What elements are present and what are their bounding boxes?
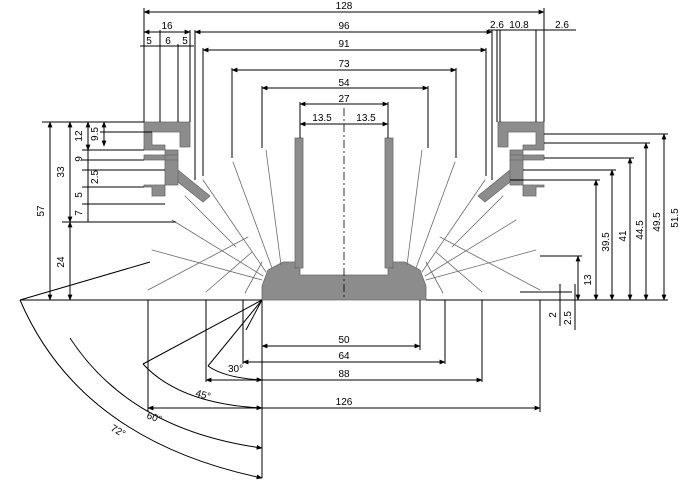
dim-27: 27 (338, 94, 350, 105)
dim-13-5-right: 13.5 (356, 113, 376, 124)
angle-arcs: 72° 60° 45° 30° (19, 261, 263, 480)
center-post-right (384, 137, 394, 269)
right-fins (406, 149, 541, 294)
dim-2-6-left: 2.6 (490, 20, 504, 31)
dim-2-6-right: 2.6 (555, 20, 569, 31)
dim-57: 57 (36, 205, 47, 217)
dim-88: 88 (338, 369, 350, 380)
angle-60: 60° (145, 410, 163, 426)
dim-96: 96 (338, 21, 350, 32)
angle-72: 72° (109, 423, 128, 440)
dim-54: 54 (338, 78, 350, 89)
right-mounting-slot (477, 121, 545, 203)
arc-72 (19, 299, 263, 480)
arc-60 (69, 337, 263, 450)
dim-126: 126 (336, 397, 353, 408)
dim-5-vertical: 5 (74, 192, 85, 198)
arc-45 (142, 363, 263, 411)
dim-10-8: 10.8 (509, 20, 529, 31)
dim-64: 64 (338, 351, 350, 362)
center-post-left (294, 137, 304, 269)
dim-50: 50 (338, 335, 350, 346)
dim-7: 7 (74, 210, 85, 216)
dim-16: 16 (161, 21, 173, 32)
dim-39-5: 39.5 (601, 232, 612, 252)
right-dimensions: 51.5 49.5 44.5 41 39.5 13 2 2.5 (426, 133, 681, 330)
dim-5-left: 5 (146, 36, 152, 47)
top-dimensions: 128 16 5 6 5 96 91 73 54 27 13.5 13.5 2.… (140, 1, 576, 180)
dim-44-5: 44.5 (635, 220, 646, 240)
angle-30: 30° (228, 364, 243, 375)
angle-45: 45° (194, 388, 211, 403)
dim-73: 73 (338, 59, 350, 70)
dim-2-5-right: 2.5 (563, 311, 574, 325)
dim-5-right: 5 (182, 36, 188, 47)
dim-6: 6 (165, 36, 171, 47)
dim-49-5: 49.5 (652, 212, 663, 232)
dim-24: 24 (56, 256, 67, 268)
dim-9-5: 9.5 (90, 127, 101, 141)
left-fins (147, 149, 282, 294)
heatsink-profile (143, 108, 545, 301)
arc-30 (207, 365, 263, 383)
dim-13-5-left: 13.5 (312, 113, 332, 124)
dim-33: 33 (56, 166, 67, 178)
dim-2-5-left: 2.5 (90, 170, 101, 184)
dim-51-5: 51.5 (670, 208, 681, 228)
left-mounting-slot (143, 121, 211, 203)
dim-128: 128 (336, 1, 353, 12)
dim-12: 12 (74, 130, 85, 142)
bottom-dimensions: 50 64 88 126 (147, 300, 541, 478)
dim-9: 9 (74, 156, 85, 162)
dim-13: 13 (583, 274, 594, 286)
dim-91: 91 (338, 39, 350, 50)
dim-41: 41 (618, 230, 629, 242)
dim-2: 2 (548, 312, 559, 318)
